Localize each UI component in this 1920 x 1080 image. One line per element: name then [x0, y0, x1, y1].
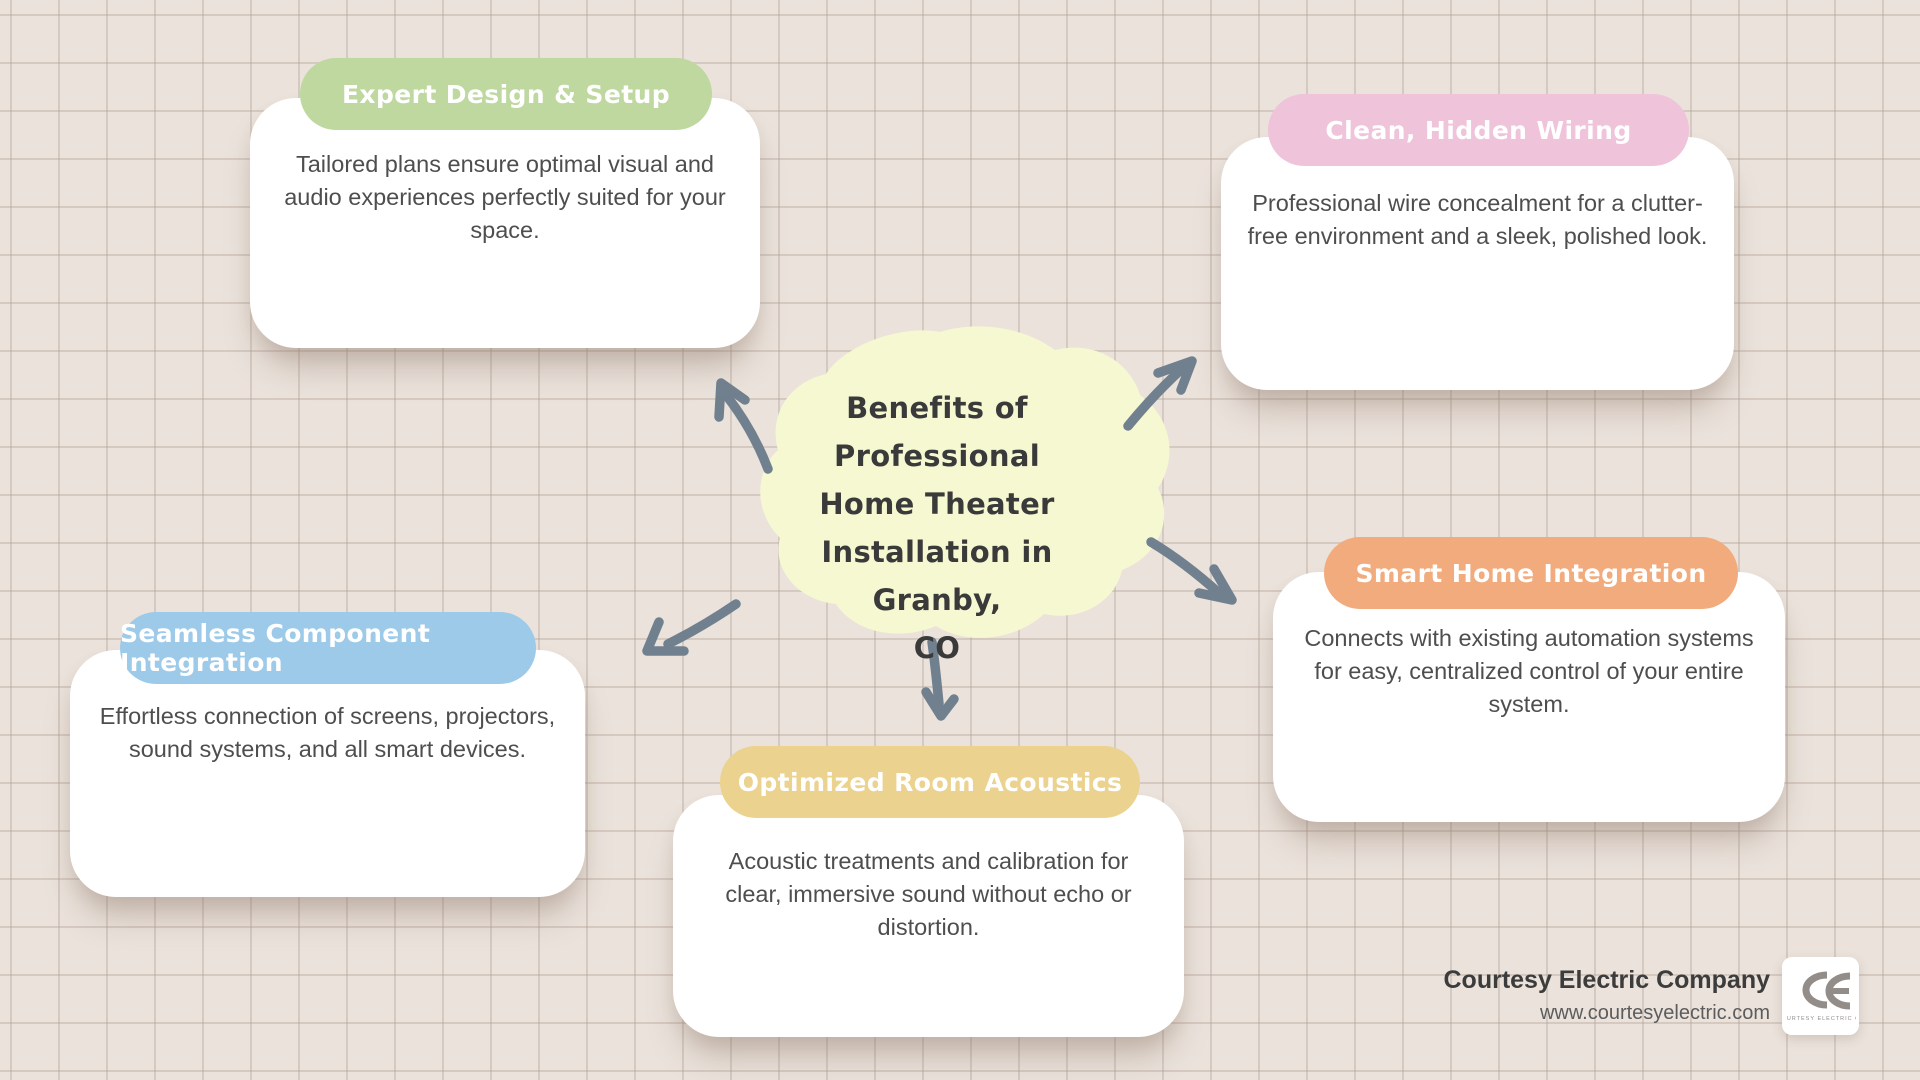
ce-monogram-icon: COURTESY ELECTRIC CO [1786, 971, 1856, 1022]
arrow-to-seamless-integration [642, 599, 741, 656]
footer-website: www.courtesyelectric.com [1539, 1002, 1770, 1024]
card-expert-design: Tailored plans ensure optimal visual and… [250, 98, 760, 348]
card-body-text: Connects with existing automation system… [1304, 625, 1754, 717]
card-header-label: Clean, Hidden Wiring [1325, 115, 1632, 145]
card-header-label: Optimized Room Acoustics [737, 767, 1123, 797]
card-body-text: Acoustic treatments and calibration for … [725, 848, 1132, 940]
card-body-text: Effortless connection of screens, projec… [99, 703, 556, 762]
card-smart-home: Connects with existing automation system… [1273, 572, 1785, 822]
card-header-clean-wiring: Clean, Hidden Wiring [1268, 94, 1689, 166]
card-room-acoustics: Acoustic treatments and calibration for … [673, 795, 1184, 1037]
card-seamless-integration: Effortless connection of screens, projec… [70, 650, 585, 897]
card-header-seamless-integration: Seamless Component Integration [120, 612, 536, 684]
arrow-to-expert-design [714, 378, 773, 474]
card-header-smart-home: Smart Home Integration [1324, 537, 1738, 609]
center-title: Benefits of Professional Home Theater In… [782, 384, 1092, 672]
card-header-expert-design: Expert Design & Setup [300, 58, 712, 130]
card-header-label: Seamless Component Integration [120, 619, 431, 677]
footer-company-name: Courtesy Electric Company [1443, 966, 1771, 994]
card-body-text: Tailored plans ensure optimal visual and… [284, 151, 726, 243]
card-header-label: Expert Design & Setup [341, 79, 671, 109]
center-title-line: Benefits of Professional [834, 391, 1040, 473]
arrow-to-clean-wiring [1123, 356, 1197, 431]
card-body-text: Professional wire concealment for a clut… [1247, 190, 1708, 249]
arrow-to-smart-home [1146, 537, 1237, 605]
center-title-line: Home Theater [819, 487, 1055, 521]
card-header-room-acoustics: Optimized Room Acoustics [720, 746, 1140, 818]
card-clean-wiring: Professional wire concealment for a clut… [1221, 137, 1734, 390]
logo-caption: COURTESY ELECTRIC CO [1786, 1016, 1856, 1022]
card-header-label: Smart Home Integration [1355, 558, 1707, 588]
company-logo: COURTESY ELECTRIC CO [1782, 957, 1859, 1035]
center-title-line: Installation in Granby, [821, 535, 1053, 617]
center-title-line: CO [913, 631, 961, 665]
